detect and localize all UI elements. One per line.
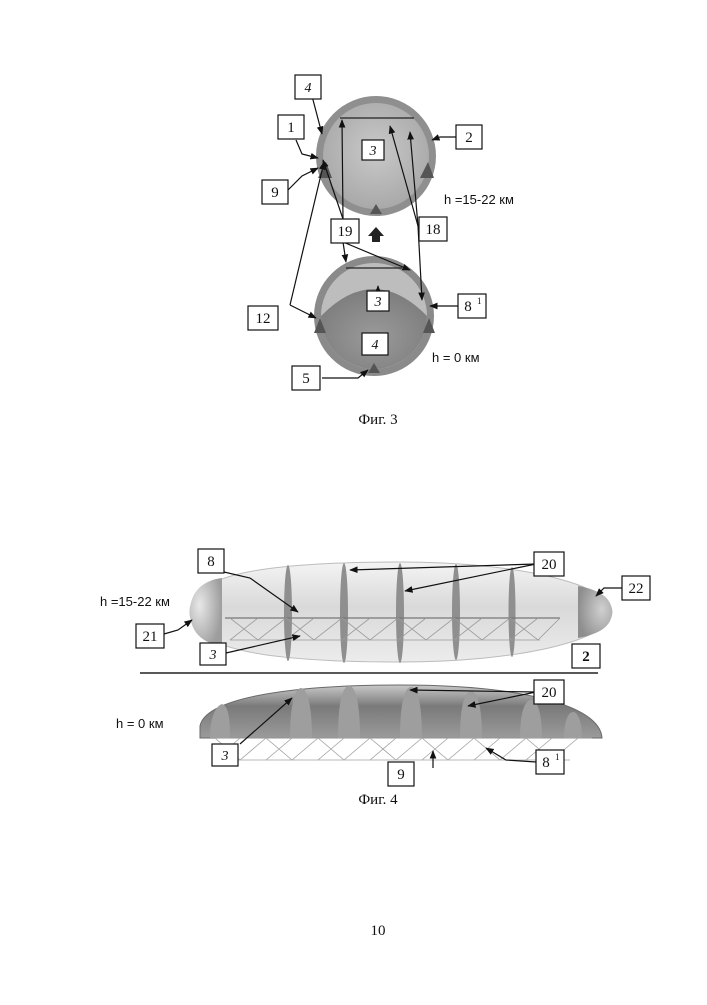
svg-text:2: 2 [582, 649, 590, 665]
svg-text:8: 8 [542, 755, 550, 771]
svg-text:12: 12 [256, 311, 271, 327]
airship-inflated [190, 562, 612, 663]
figure-3-caption: Фиг. 3 [358, 412, 397, 428]
svg-text:20: 20 [542, 557, 557, 573]
label-8-prime: 8 1 [458, 294, 486, 318]
label-21: 21 [136, 624, 164, 648]
svg-text:1: 1 [287, 120, 295, 136]
label-9: 9 [262, 180, 288, 204]
altitude-top: h =15-22 км [444, 192, 514, 207]
svg-text:1: 1 [477, 296, 482, 306]
svg-text:h =15-22 км: h =15-22 км [444, 192, 514, 207]
figure-4-caption: Фиг. 4 [358, 792, 398, 808]
svg-text:8: 8 [207, 554, 215, 570]
svg-text:19: 19 [338, 224, 353, 240]
svg-text:3: 3 [209, 648, 217, 663]
label-8-fig4: 8 [198, 549, 224, 573]
svg-text:3: 3 [221, 749, 229, 764]
label-20-top: 20 [534, 552, 564, 576]
label-8-prime-fig4: 8 1 [536, 750, 564, 774]
label-22: 22 [622, 576, 650, 600]
label-2: 2 [456, 125, 482, 149]
bow-cap [190, 578, 222, 646]
altitude-bottom: h = 0 км [432, 350, 480, 365]
label-3-bottom: 3 [367, 291, 389, 311]
svg-text:20: 20 [542, 685, 557, 701]
altitude-bottom-fig4: h = 0 км [116, 716, 164, 731]
label-3-fig4-top: 3 [200, 643, 226, 665]
up-arrow-icon [368, 227, 384, 242]
altitude-top-fig4: h =15-22 км [100, 594, 170, 609]
label-5: 5 [292, 366, 320, 390]
label-18: 18 [419, 217, 447, 241]
svg-text:9: 9 [271, 185, 279, 201]
svg-text:22: 22 [629, 581, 644, 597]
svg-text:21: 21 [143, 629, 158, 645]
page-number: 10 [371, 923, 386, 939]
label-19: 19 [331, 219, 359, 243]
svg-text:4: 4 [305, 81, 312, 96]
label-20-bottom: 20 [534, 680, 564, 704]
svg-text:18: 18 [426, 222, 441, 238]
label-4-top: 4 [295, 75, 321, 99]
label-9-fig4: 9 [388, 762, 414, 786]
svg-text:h =15-22 км: h =15-22 км [100, 594, 170, 609]
label-12: 12 [248, 306, 278, 330]
svg-text:h = 0 км: h = 0 км [116, 716, 164, 731]
bottom-cross-section [314, 256, 435, 376]
label-4-bottom: 4 [362, 333, 388, 355]
figure-4: 8 20 22 h =15-22 км 21 3 2 20 [100, 549, 650, 808]
svg-text:5: 5 [302, 371, 310, 387]
svg-text:9: 9 [397, 767, 405, 783]
svg-text:3: 3 [369, 144, 377, 159]
label-3-fig4-bottom: 3 [212, 744, 238, 766]
stern-cap [578, 586, 612, 638]
svg-text:1: 1 [555, 752, 560, 762]
svg-text:3: 3 [374, 295, 382, 310]
svg-text:h = 0 км: h = 0 км [432, 350, 480, 365]
label-2-fig4: 2 [572, 644, 600, 668]
label-3-top: 3 [362, 140, 384, 160]
svg-text:4: 4 [372, 338, 379, 353]
figure-3: 4 1 2 3 9 h =15-22 км 19 18 [248, 75, 514, 428]
svg-text:8: 8 [464, 299, 472, 315]
label-1: 1 [278, 115, 304, 139]
svg-text:2: 2 [465, 130, 473, 146]
